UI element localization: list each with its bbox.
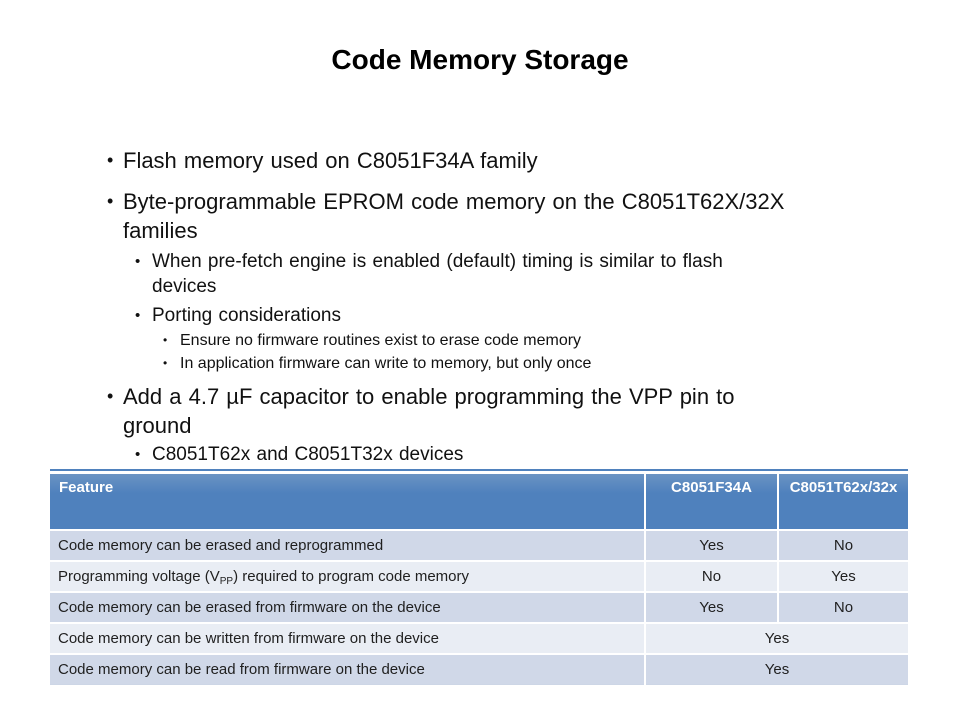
row-f34a-cell: Yes [644, 529, 778, 561]
feature-comparison-table: Feature C8051F34A C8051T62x/32x Code mem… [50, 474, 908, 685]
header-c8051f34a: C8051F34A [644, 474, 778, 530]
row-feature-cell: Code memory can be erased from firmware … [50, 591, 645, 623]
table-header-row: Feature C8051F34A C8051T62x/32x [50, 474, 908, 530]
row-feature-cell: Code memory can be read from firmware on… [50, 653, 645, 685]
row-t62x-cell: No [777, 529, 908, 561]
feature-comparison-table-wrap: Feature C8051F34A C8051T62x/32x Code mem… [50, 469, 908, 685]
row-feature-cell: Code memory can be erased and reprogramm… [50, 529, 645, 561]
row-t62x-cell: Yes [777, 560, 908, 592]
row-merged-cell: Yes [644, 622, 908, 654]
row-feature-cell: Code memory can be written from firmware… [50, 622, 645, 654]
bullet-no-erase-routines: Ensure no firmware routines exist to era… [163, 330, 740, 351]
vpp-text-pre: Programming voltage (V [58, 568, 220, 585]
slide-title: Code Memory Storage [331, 44, 629, 75]
bullet-capacitor-vpp: Add a 4.7 µF capacitor to enable program… [107, 382, 803, 440]
table-row: Code memory can be erased and reprogramm… [50, 529, 908, 561]
table-row: Code memory can be written from firmware… [50, 622, 908, 654]
bullet-list: Flash memory used on C8051F34A family By… [107, 146, 807, 467]
bullet-porting-considerations: Porting considerations [135, 303, 772, 328]
table-row: Programming voltage (VPP) required to pr… [50, 560, 908, 592]
bullet-t62x-t32x-devices: C8051T62x and C8051T32x devices [135, 442, 772, 467]
table-row: Code memory can be erased from firmware … [50, 591, 908, 623]
bullet-flash-memory: Flash memory used on C8051F34A family [107, 146, 803, 175]
header-feature: Feature [50, 474, 645, 530]
bullet-write-only-once: In application firmware can write to mem… [163, 353, 740, 374]
row-t62x-cell: No [777, 591, 908, 623]
row-feature-cell: Programming voltage (VPP) required to pr… [50, 560, 645, 592]
vpp-text-post: ) required to program code memory [233, 568, 470, 585]
row-f34a-cell: Yes [644, 591, 778, 623]
table-row: Code memory can be read from firmware on… [50, 653, 908, 685]
bullet-byte-programmable: Byte-programmable EPROM code memory on t… [107, 187, 803, 245]
row-merged-cell: Yes [644, 653, 908, 685]
bullet-prefetch-engine: When pre-fetch engine is enabled (defaul… [135, 249, 772, 299]
row-f34a-cell: No [644, 560, 778, 592]
header-c8051t62x: C8051T62x/32x [777, 474, 908, 530]
vpp-subscript: PP [219, 576, 234, 587]
